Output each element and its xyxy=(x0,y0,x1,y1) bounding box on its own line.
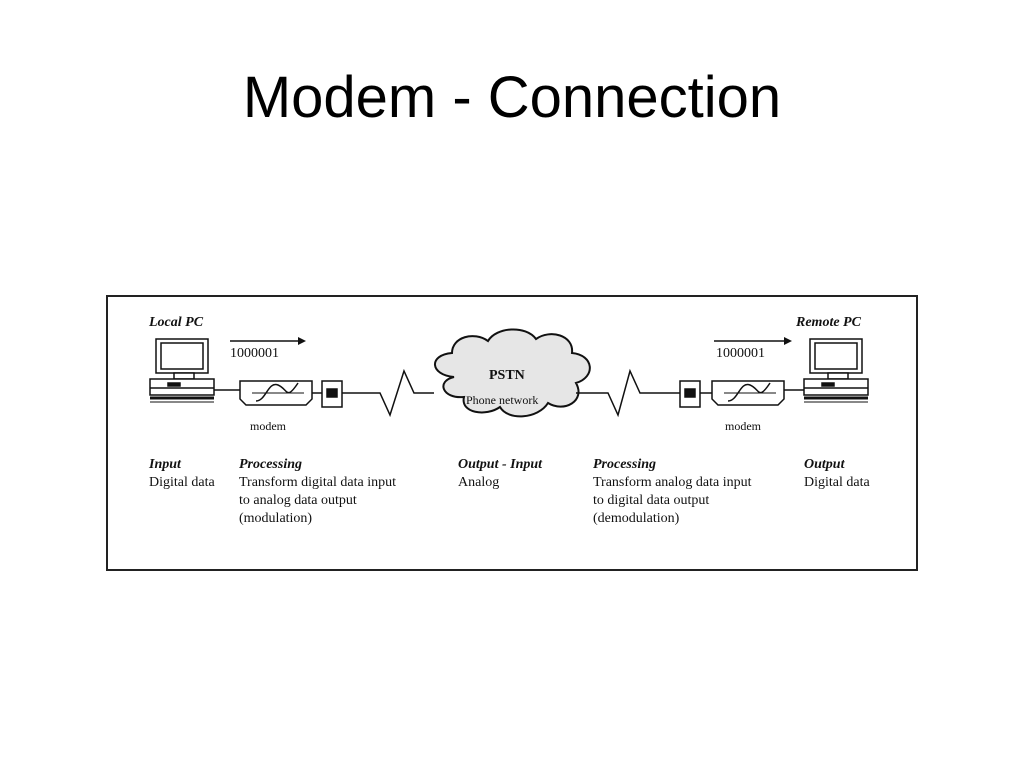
local-arrow xyxy=(230,337,306,345)
remote-pc-icon xyxy=(803,338,869,403)
stage-line: (modulation) xyxy=(239,511,313,526)
slide-title: Modem - Connection xyxy=(242,65,782,130)
stage-heading: Output xyxy=(804,457,845,472)
stage-line: Analog xyxy=(458,475,500,490)
stage-line: Transform analog data input xyxy=(593,475,752,490)
stage-heading: Output - Input xyxy=(458,457,543,472)
stage-heading: Processing xyxy=(593,457,656,472)
remote-phone-jack-icon xyxy=(679,380,701,408)
remote-modem-icon xyxy=(711,380,785,406)
remote-arrow xyxy=(714,337,792,345)
stage-demodulation: Processing Transform analog data input t… xyxy=(593,456,752,528)
connection-diagram xyxy=(149,328,869,418)
local-bits-label: 1000001 xyxy=(230,346,279,361)
local-modem-icon xyxy=(239,380,313,406)
stage-line: (demodulation) xyxy=(593,511,680,526)
stage-heading: Processing xyxy=(239,457,302,472)
diagram-frame: Local PC Remote PC 1000001 1000001 modem… xyxy=(106,295,918,571)
cloud-title: PSTN xyxy=(489,368,525,383)
remote-bits-label: 1000001 xyxy=(716,346,765,361)
stage-output: Output Digital data xyxy=(804,456,870,492)
local-analog-line xyxy=(342,368,434,418)
pstn-cloud-icon xyxy=(434,328,591,418)
stage-modulation: Processing Transform digital data input … xyxy=(239,456,396,528)
stage-line: Digital data xyxy=(804,475,870,490)
local-pc-label: Local PC xyxy=(149,315,204,330)
stage-input: Input Digital data xyxy=(149,456,215,492)
remote-pc-label: Remote PC xyxy=(796,315,861,330)
stage-analog: Output - Input Analog xyxy=(458,456,542,492)
remote-modem-label: modem xyxy=(725,419,761,433)
local-phone-jack-icon xyxy=(321,380,343,408)
stage-heading: Input xyxy=(149,457,181,472)
stage-line: Transform digital data input xyxy=(239,475,396,490)
stage-line: to digital data output xyxy=(593,493,710,508)
remote-analog-line xyxy=(576,368,680,418)
stage-line: Digital data xyxy=(149,475,215,490)
local-modem-label: modem xyxy=(250,419,286,433)
stage-line: to analog data output xyxy=(239,493,357,508)
local-pc-icon xyxy=(149,338,215,403)
cloud-subtitle: Phone network xyxy=(466,393,539,407)
